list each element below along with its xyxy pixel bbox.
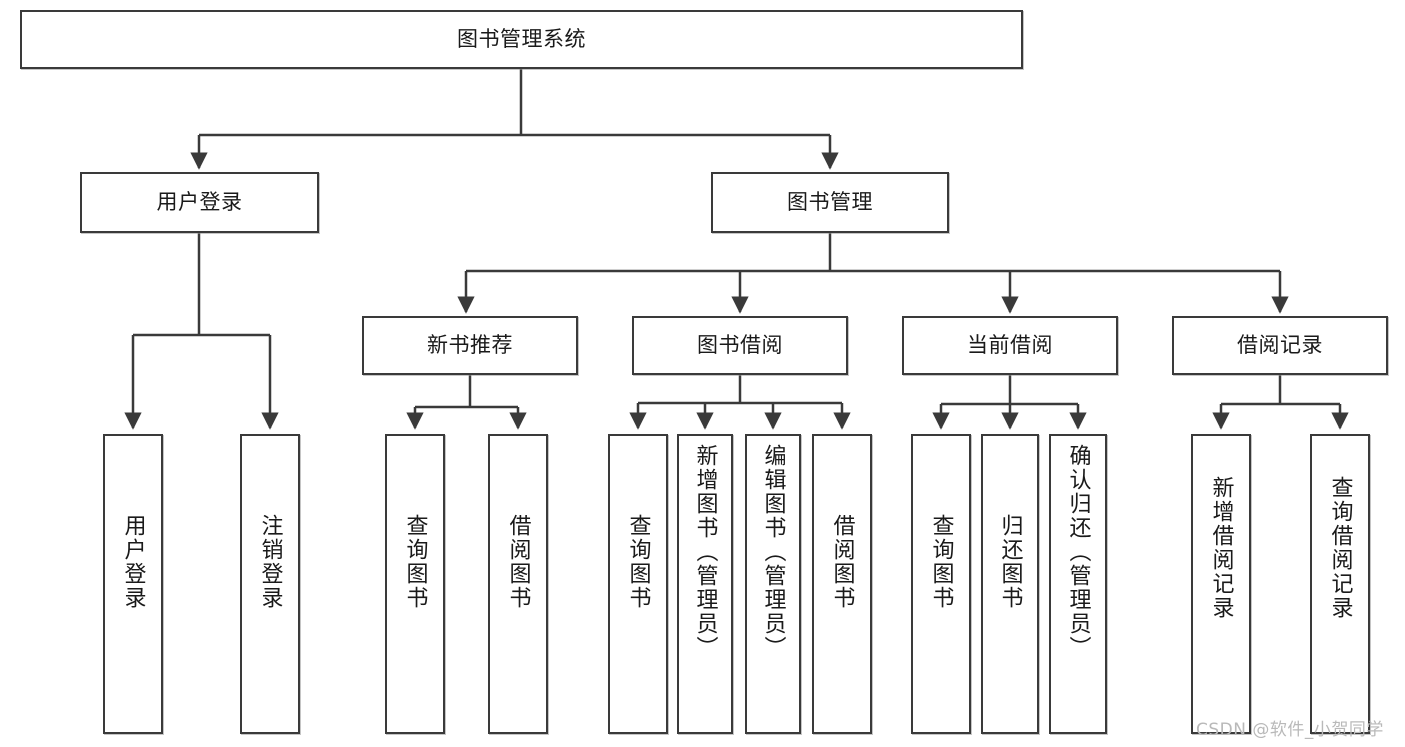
node-borrow-record-label: 借阅记录	[1237, 333, 1323, 358]
node-leaf-borrow-book-1[interactable]: 借阅图书	[488, 434, 548, 734]
node-leaf-query-book-1[interactable]: 查询图书	[385, 434, 445, 734]
node-leaf-query-book-1-label: 查询图书	[402, 514, 428, 610]
node-leaf-add-record[interactable]: 新增借阅记录	[1191, 434, 1251, 734]
node-leaf-return-book-label: 归还图书	[997, 514, 1023, 610]
csdn-watermark: CSDN @软件_小贺同学	[1196, 720, 1384, 740]
node-leaf-confirm-return-label: 确认归还（管理员）	[1065, 444, 1091, 660]
node-new-book-rec-label: 新书推荐	[427, 333, 513, 358]
node-user-login[interactable]: 用户登录	[80, 172, 319, 233]
node-borrow-record[interactable]: 借阅记录	[1172, 316, 1388, 375]
node-leaf-user-login-label: 用户登录	[120, 514, 146, 610]
node-new-book-rec[interactable]: 新书推荐	[362, 316, 578, 375]
node-root-label: 图书管理系统	[457, 27, 586, 52]
node-book-manage[interactable]: 图书管理	[711, 172, 949, 233]
node-book-borrow-label: 图书借阅	[697, 333, 783, 358]
node-leaf-return-book[interactable]: 归还图书	[981, 434, 1039, 734]
node-book-borrow[interactable]: 图书借阅	[632, 316, 848, 375]
node-leaf-edit-book[interactable]: 编辑图书（管理员）	[745, 434, 801, 734]
node-book-manage-label: 图书管理	[787, 190, 873, 215]
node-current-borrow[interactable]: 当前借阅	[902, 316, 1118, 375]
node-leaf-query-book-3[interactable]: 查询图书	[911, 434, 971, 734]
node-leaf-borrow-book-2[interactable]: 借阅图书	[812, 434, 872, 734]
node-leaf-borrow-book-1-label: 借阅图书	[505, 514, 531, 610]
node-leaf-user-login[interactable]: 用户登录	[103, 434, 163, 734]
node-leaf-confirm-return[interactable]: 确认归还（管理员）	[1049, 434, 1107, 734]
node-user-login-label: 用户登录	[156, 190, 243, 215]
node-leaf-add-book[interactable]: 新增图书（管理员）	[677, 434, 733, 734]
node-leaf-add-record-label: 新增借阅记录	[1208, 476, 1234, 620]
node-current-borrow-label: 当前借阅	[967, 333, 1053, 358]
node-leaf-query-record-label: 查询借阅记录	[1327, 476, 1353, 620]
node-leaf-edit-book-label: 编辑图书（管理员）	[760, 444, 786, 660]
node-leaf-logout-label: 注销登录	[257, 514, 283, 610]
node-leaf-borrow-book-2-label: 借阅图书	[829, 514, 855, 610]
node-leaf-query-record[interactable]: 查询借阅记录	[1310, 434, 1370, 734]
node-leaf-query-book-3-label: 查询图书	[928, 514, 954, 610]
node-leaf-query-book-2[interactable]: 查询图书	[608, 434, 668, 734]
node-leaf-add-book-label: 新增图书（管理员）	[692, 444, 718, 660]
node-root[interactable]: 图书管理系统	[20, 10, 1023, 69]
node-leaf-query-book-2-label: 查询图书	[625, 514, 651, 610]
node-leaf-logout[interactable]: 注销登录	[240, 434, 300, 734]
